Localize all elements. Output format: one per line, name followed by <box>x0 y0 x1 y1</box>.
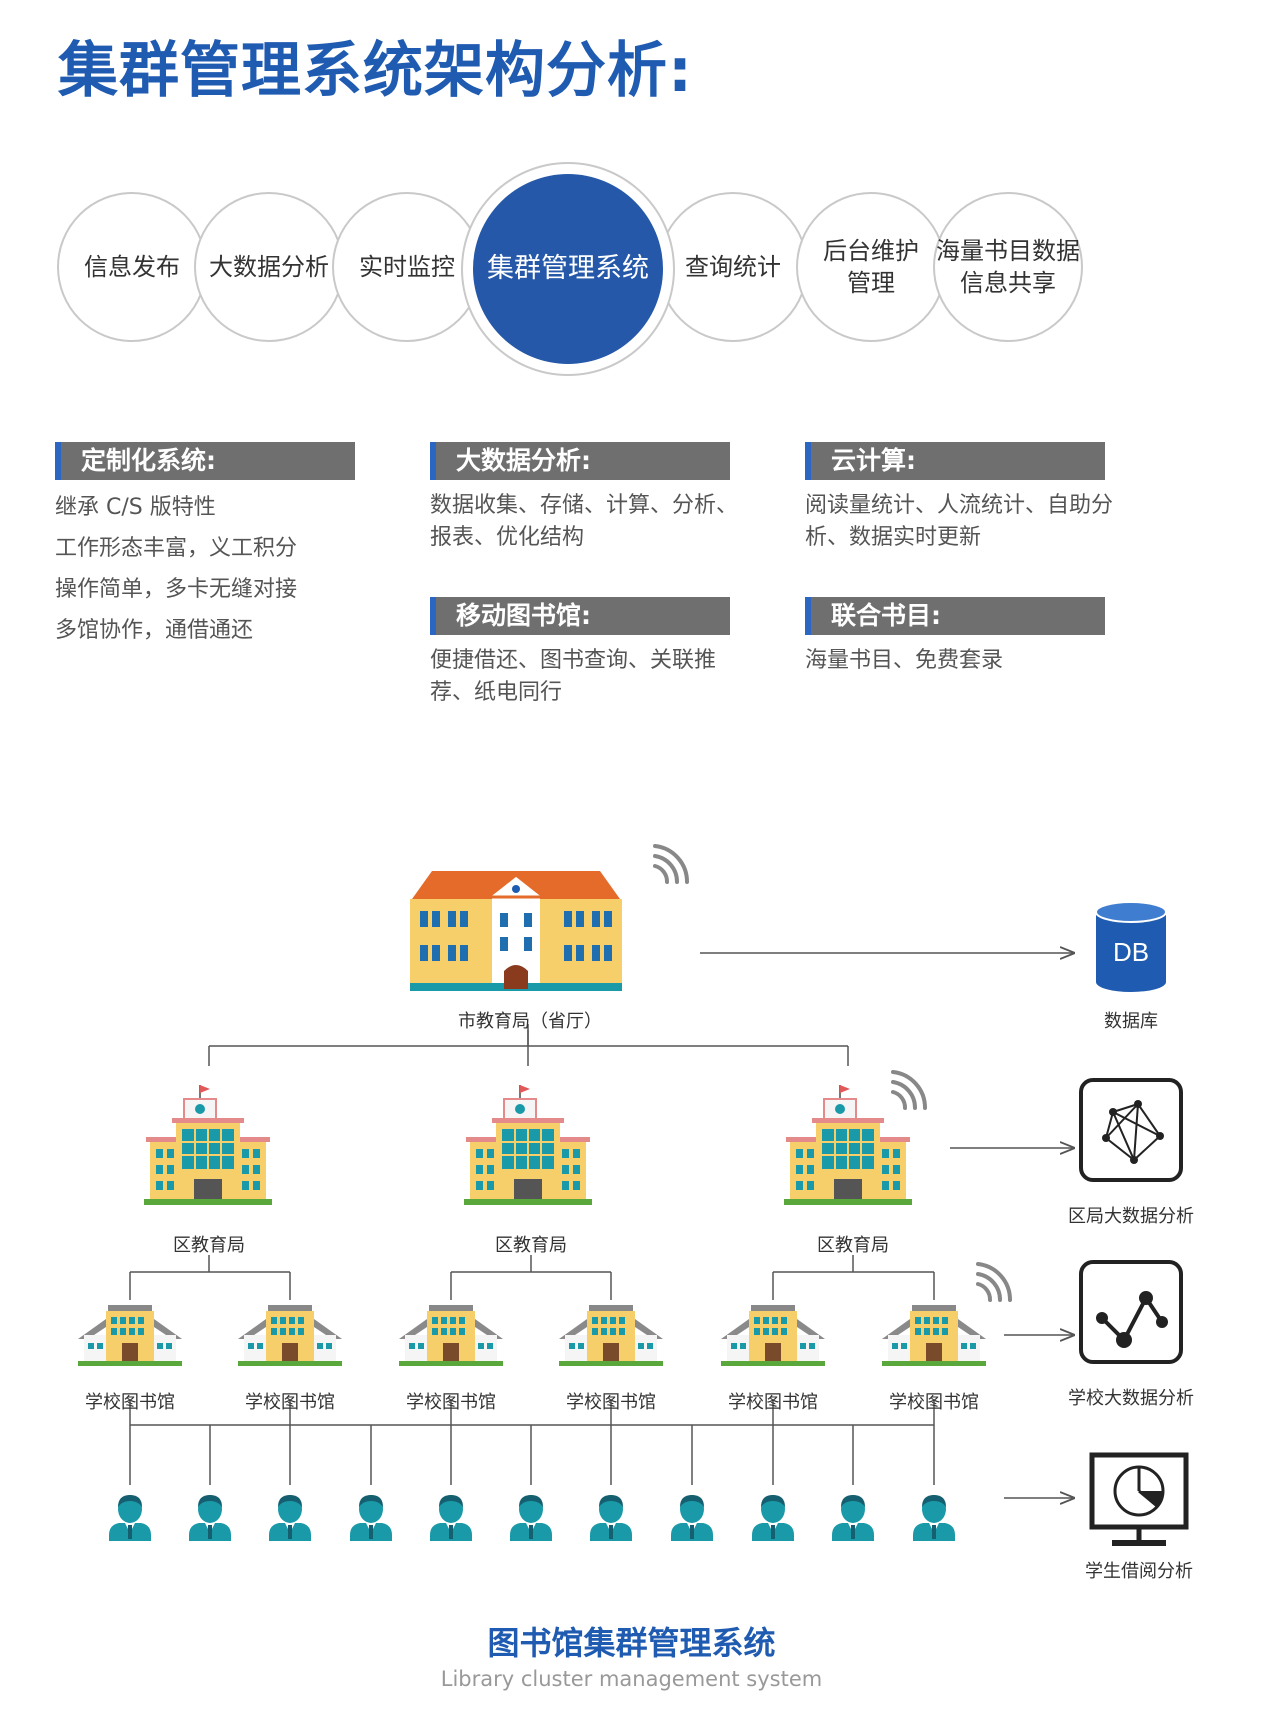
db-text: DB <box>1113 937 1149 967</box>
circle-realtime-monitor: 实时监控 <box>332 192 482 342</box>
district-bureau-building <box>143 1084 273 1206</box>
section-header-custom: 定制化系统: <box>55 442 355 480</box>
school-library-building <box>78 1305 182 1366</box>
section-body-union: 海量书目、免费套录 <box>805 648 1004 673</box>
circle-label: 查询统计 <box>685 252 781 281</box>
section-body-cloud: 阅读量统计、人流统计、自助分析、数据实时更新 <box>805 493 1114 550</box>
list-item: 多馆协作，通借通还 <box>55 618 254 643</box>
city-bureau-building <box>408 869 624 993</box>
city-bureau-label: 市教育局（省厅） <box>458 1011 602 1032</box>
circle-label: 海量书目数据信息共享 <box>936 236 1080 297</box>
school-library-building <box>559 1305 663 1366</box>
circle-label: 大数据分析 <box>209 252 329 281</box>
section-header-cloud: 云计算: <box>805 442 1105 480</box>
section-header-union: 联合书目: <box>805 597 1105 635</box>
school-library-building <box>238 1305 342 1366</box>
list-item: 操作简单，多卡无缝对接 <box>55 577 298 602</box>
school-library-building <box>399 1305 503 1366</box>
footer-title: 图书馆集群管理系统 <box>487 1624 776 1662</box>
circle-label: 后台维护管理 <box>823 236 919 297</box>
student-icon <box>269 1495 311 1541</box>
circle-catalog-sharing: 海量书目数据信息共享 <box>933 192 1083 342</box>
connector-lines <box>129 1024 935 1485</box>
arrows <box>700 953 1075 1498</box>
circle-info-publish: 信息发布 <box>57 192 207 342</box>
network-graph-icon <box>1079 1078 1183 1182</box>
student-icon <box>752 1495 794 1541</box>
circle-label: 集群管理系统 <box>487 252 649 284</box>
page-title: 集群管理系统架构分析: <box>58 36 693 106</box>
circle-label: 实时监控 <box>359 252 455 281</box>
school-library-label: 学校图书馆 <box>889 1392 979 1413</box>
student-icon <box>590 1495 632 1541</box>
circle-backend-maintenance: 后台维护管理 <box>796 192 946 342</box>
section-header-bigdata: 大数据分析: <box>430 442 730 480</box>
student-icon <box>671 1495 713 1541</box>
school-analysis-label: 学校大数据分析 <box>1068 1388 1194 1409</box>
school-library-label: 学校图书馆 <box>85 1392 175 1413</box>
district-bureau-building <box>463 1084 593 1206</box>
database-icon: DB <box>1095 901 1167 992</box>
school-library-building <box>882 1305 986 1366</box>
circle-cluster-system: 集群管理系统 <box>473 174 663 364</box>
section-body-bigdata: 数据收集、存储、计算、分析、报表、优化结构 <box>430 493 739 550</box>
student-analysis-label: 学生借阅分析 <box>1085 1561 1193 1582</box>
section-header-mobile: 移动图书馆: <box>430 597 730 635</box>
school-library-building <box>721 1305 825 1366</box>
district-bureau-building <box>783 1084 913 1206</box>
student-icon <box>350 1495 392 1541</box>
student-icon <box>913 1495 955 1541</box>
school-library-label: 学校图书馆 <box>566 1392 656 1413</box>
section-body-mobile: 便捷借还、图书查询、关联推荐、纸电同行 <box>430 648 717 705</box>
district-bureau-label: 区教育局 <box>817 1235 889 1256</box>
student-icon <box>510 1495 552 1541</box>
student-icon <box>109 1495 151 1541</box>
district-bureau-label: 区教育局 <box>495 1235 567 1256</box>
footer-subtitle: Library cluster management system <box>440 1667 823 1691</box>
school-library-label: 学校图书馆 <box>245 1392 335 1413</box>
school-library-label: 学校图书馆 <box>406 1392 496 1413</box>
district-bureau-label: 区教育局 <box>173 1235 245 1256</box>
section-body-custom: 继承 C/S 版特性 工作形态丰富，义工积分 操作简单，多卡无缝对接 多馆协作，… <box>55 492 385 656</box>
wifi-signal-icon <box>653 844 690 884</box>
list-item: 工作形态丰富，义工积分 <box>55 536 298 561</box>
school-library-label: 学校图书馆 <box>728 1392 818 1413</box>
db-label: 数据库 <box>1104 1011 1158 1032</box>
district-analysis-label: 区局大数据分析 <box>1068 1206 1194 1227</box>
student-icon <box>430 1495 472 1541</box>
wifi-signal-icon <box>891 1070 928 1110</box>
student-icon <box>189 1495 231 1541</box>
wifi-signal-icon <box>976 1262 1013 1302</box>
trend-graph-icon <box>1079 1260 1183 1364</box>
list-item: 继承 C/S 版特性 <box>55 495 216 520</box>
monitor-pie-icon <box>1089 1452 1189 1546</box>
student-icon <box>832 1495 874 1541</box>
circle-label: 信息发布 <box>84 252 180 281</box>
circle-query-stats: 查询统计 <box>658 192 808 342</box>
